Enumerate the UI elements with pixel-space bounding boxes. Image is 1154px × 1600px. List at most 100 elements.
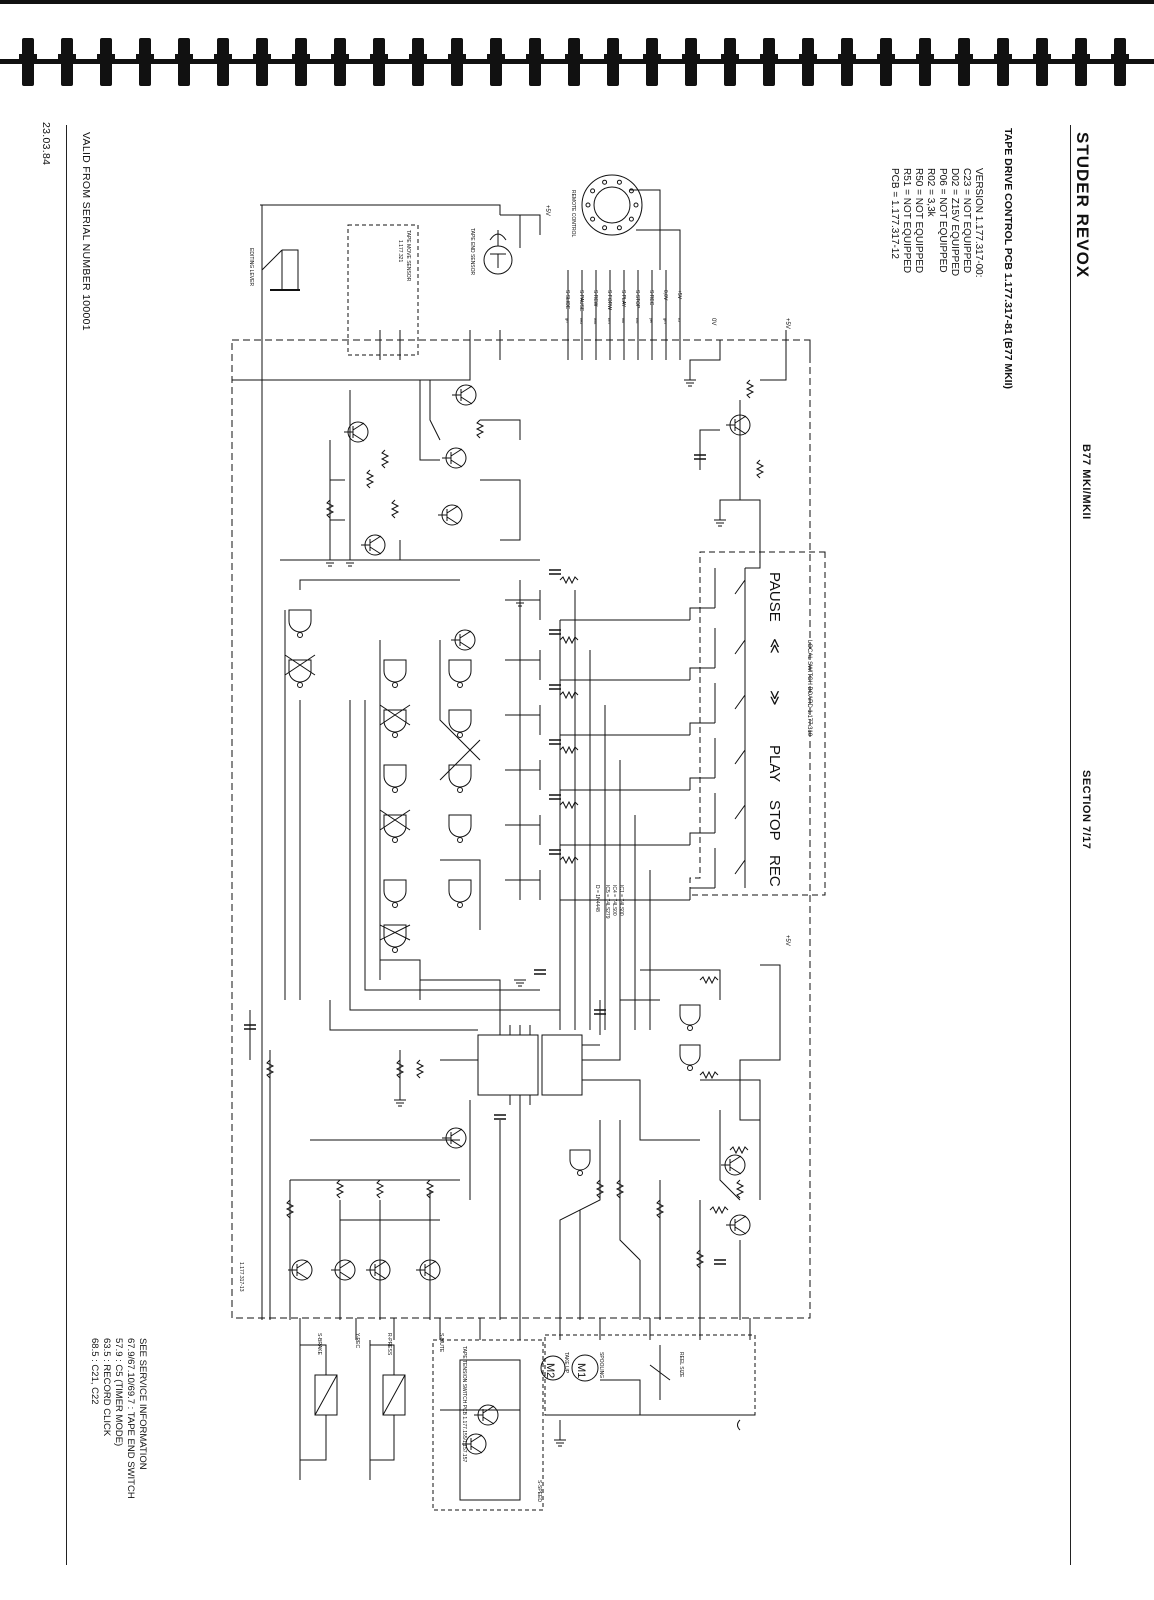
transistor-leads	[726, 1215, 747, 1235]
nand-gate	[383, 879, 407, 903]
resistor	[655, 1199, 665, 1219]
ic-type-list: IC1 = 74LS00 IC4 = 74LS00 IC5 = 74LS279 …	[594, 885, 624, 919]
resistor	[729, 1145, 749, 1155]
capacitor	[549, 849, 561, 855]
resistor	[425, 1179, 435, 1199]
transistor-leads	[331, 1260, 352, 1280]
wire-color-label: wht	[593, 318, 598, 325]
capacitor	[714, 1259, 726, 1265]
connector-pin	[585, 202, 591, 208]
remote-line-label: S FORW	[606, 290, 612, 310]
resistor	[265, 1059, 275, 1079]
resistor	[699, 975, 719, 985]
tape-move-sensor-label: TAPE MOVE SENSOR	[405, 230, 411, 282]
binding-ring	[175, 54, 193, 59]
tape-end-sensor: TAPE END SENSOR	[469, 214, 521, 276]
binding-ring	[1033, 54, 1051, 59]
binding-ring	[877, 54, 895, 59]
binding-ring	[22, 38, 34, 86]
gate-bubble	[457, 732, 463, 738]
transistor-leads	[416, 1260, 437, 1280]
resistor	[559, 855, 579, 865]
wire	[689, 340, 721, 380]
ground-symbol	[554, 1439, 566, 1447]
binding-ring	[919, 38, 931, 86]
wire	[299, 1318, 441, 1340]
switch-forward-label: ≫	[766, 690, 783, 706]
binding-ring	[958, 38, 970, 86]
wire	[469, 1100, 521, 1320]
resistor	[365, 469, 375, 489]
switch-wire	[560, 722, 715, 736]
output-speed: S-SPEED	[536, 1480, 542, 1502]
capacitor	[694, 454, 706, 460]
transistor-leads	[366, 1260, 387, 1280]
binding-ring	[955, 54, 973, 59]
binding-ring	[880, 38, 892, 86]
wire	[582, 999, 700, 1141]
connector-pin	[628, 188, 634, 194]
transistor-leads	[361, 535, 382, 555]
binding-ring	[97, 54, 115, 59]
wire	[440, 1359, 521, 1501]
capacitor	[594, 1009, 606, 1015]
switch-contact	[714, 628, 746, 668]
supply-5v-top: +5V	[784, 318, 790, 329]
switch-pause-label: PAUSE	[766, 572, 783, 622]
capacitor	[549, 569, 561, 575]
nand-gate	[383, 709, 407, 733]
wire	[419, 380, 521, 461]
gate-bubble	[457, 787, 463, 793]
gate-bubble	[392, 732, 398, 738]
switch-contact	[714, 568, 746, 608]
gate-bubble	[687, 1025, 693, 1031]
cross-couple-wire	[284, 654, 316, 676]
switch-wire	[560, 887, 715, 901]
wire	[329, 700, 560, 1031]
nand-gate	[383, 814, 407, 838]
switch-rewind-label: ≪	[766, 638, 783, 654]
wire-color-label: yel	[649, 318, 654, 323]
remote-line-label: S REC	[648, 290, 654, 306]
remote-line-label: S SLIDE	[564, 290, 570, 310]
resistor	[415, 1059, 425, 1079]
tape-move-sensor-box	[347, 224, 419, 356]
remote-line-label: S STOP	[634, 290, 640, 309]
wire	[379, 330, 501, 360]
switch-contact	[714, 683, 746, 723]
switch-wire	[560, 667, 715, 681]
switch-labels: PAUSE ≪ ≫ PLAY STOP REC	[766, 572, 783, 887]
resistor	[559, 800, 579, 810]
wire	[249, 1010, 271, 1320]
wire	[649, 1318, 751, 1340]
binding-ring	[139, 38, 151, 86]
motor-section: M1 M2 SPOOLING TAKE UP REEL SIZE	[540, 1334, 756, 1431]
binding-ring	[487, 54, 505, 59]
wire	[579, 1210, 641, 1320]
gate-bubble	[392, 787, 398, 793]
footer-rule	[66, 125, 67, 1565]
supply-5v-sensor: +5V	[544, 205, 550, 216]
remote-line-label: 0,0V	[662, 290, 668, 301]
binding-ring	[802, 38, 814, 86]
wire	[582, 969, 721, 1046]
transistor-leads	[474, 1405, 495, 1425]
ground-symbol	[684, 379, 696, 387]
wire	[479, 1318, 601, 1340]
transistor-leads	[288, 1260, 309, 1280]
gate-bubble	[392, 682, 398, 688]
switch-bus	[744, 540, 761, 888]
gate-bubble	[457, 682, 463, 688]
binding-ring	[373, 38, 385, 86]
binding-ring	[136, 54, 154, 59]
switch-board-title: LOCAL SWITCH BOARD 1.177.310	[806, 640, 812, 737]
ic-block	[477, 1025, 583, 1105]
nand-gate	[569, 1149, 591, 1171]
wire	[739, 964, 781, 1121]
wire	[290, 1139, 460, 1221]
nand-gate	[679, 1044, 701, 1066]
resistor	[709, 1205, 729, 1215]
connector-pin	[602, 179, 608, 185]
wire	[505, 580, 540, 900]
